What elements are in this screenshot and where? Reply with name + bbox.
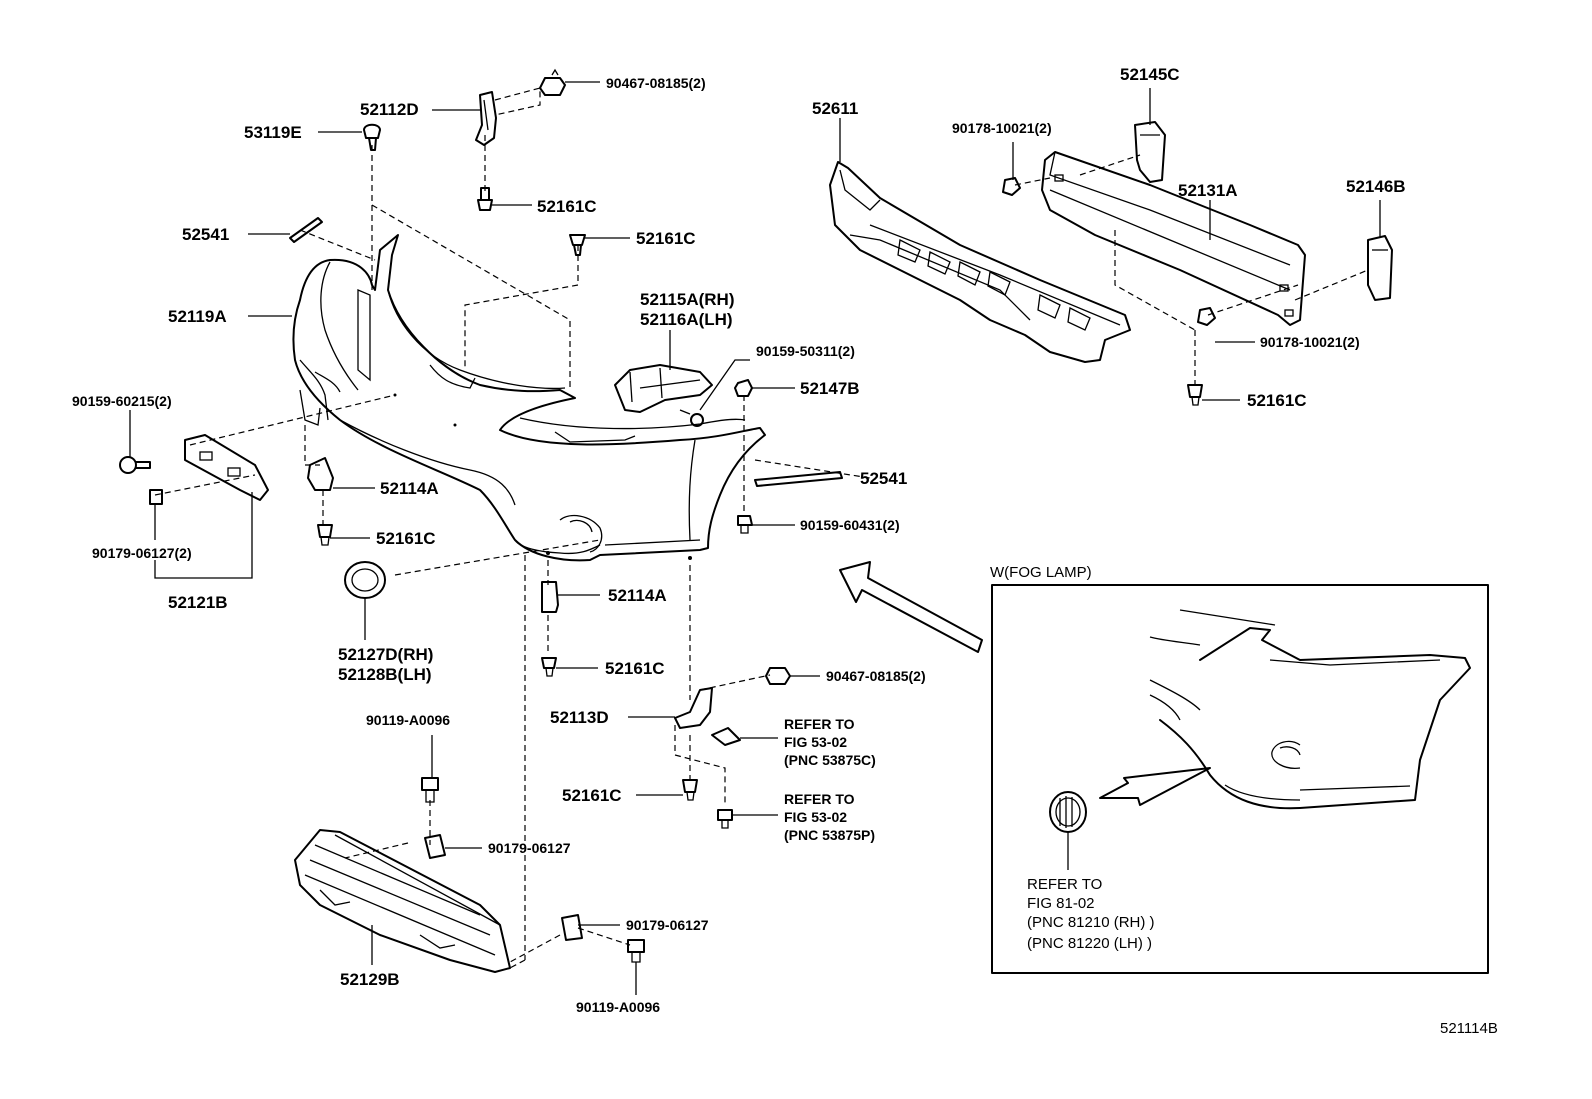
label-52129B: 52129B (340, 970, 400, 989)
fog-cover-52127D (344, 561, 386, 599)
strip-52541-a (289, 217, 323, 243)
label-52127D: 52127D(RH) (338, 645, 433, 664)
label-90178-b: 90178-10021(2) (1260, 334, 1360, 350)
labels: 52112D 90467-08185(2) 53119E 52161C 5216… (72, 65, 1498, 1037)
label-90179-06127-b: 90179-06127 (626, 917, 709, 933)
ref-1-line-2: FIG 53-02 (784, 734, 847, 750)
label-52115A: 52115A(RH) (640, 290, 735, 309)
screw-52161C-b (569, 234, 586, 256)
label-52145C: 52145C (1120, 65, 1180, 84)
ref-3-line-3: (PNC 81210 (RH) ) (1027, 914, 1155, 931)
part-ref-53875C (711, 727, 741, 746)
bracket-52146B (1367, 235, 1393, 301)
screw-52161C-a (477, 187, 493, 211)
label-90159-60431: 90159-60431(2) (800, 517, 900, 533)
screw-ref-53875P (717, 809, 733, 829)
ref-3-line-4: (PNC 81220 (LH) ) (1027, 935, 1152, 952)
label-52146B: 52146B (1346, 177, 1406, 196)
drawing-code: 521114B (1440, 1020, 1498, 1037)
label-90119-top: 90119-A0096 (366, 712, 450, 728)
label-52114A-b: 52114A (608, 586, 667, 605)
bracket-52113D (674, 687, 713, 729)
label-52116A: 52116A(LH) (640, 310, 733, 329)
label-52611: 52611 (812, 99, 858, 118)
label-52131A: 52131A (1178, 181, 1238, 200)
bracket-52145C (1134, 121, 1166, 183)
ref-2-line-3: (PNC 53875P) (784, 827, 875, 843)
clip-90467-mid (765, 667, 791, 685)
label-90179-06127-2: 90179-06127(2) (92, 545, 192, 561)
bolt-90119-bottom (627, 939, 645, 963)
label-90159-60215: 90159-60215(2) (72, 393, 172, 409)
label-52161C-b: 52161C (636, 229, 696, 248)
label-90159-50311: 90159-50311(2) (756, 343, 855, 359)
fog-lamp-inset (991, 584, 1489, 974)
bolt-90159-60431 (737, 515, 753, 534)
bumper-dashed-leaders (154, 87, 871, 969)
bolt-90159-50311 (679, 409, 704, 427)
label-90467-mid: 90467-08185(2) (826, 668, 926, 684)
label-52161C-d: 52161C (605, 659, 665, 678)
ref-1-line-1: REFER TO (784, 716, 855, 732)
reinforcement-52131A (1041, 151, 1306, 326)
inset-title: W(FOG LAMP) (990, 564, 1092, 581)
ref-3-line-2: FIG 81-02 (1027, 895, 1095, 912)
label-52114A-a: 52114A (380, 479, 439, 498)
label-52541-a: 52541 (182, 225, 229, 244)
label-52161C-a: 52161C (537, 197, 597, 216)
bolt-90119-top (421, 777, 439, 803)
label-52119A: 52119A (168, 307, 227, 326)
bolt-90159-60215 (119, 456, 151, 474)
screw-52161C-d (541, 657, 557, 677)
label-52128B: 52128B(LH) (338, 665, 432, 684)
label-90179-06127-a: 90179-06127 (488, 840, 571, 856)
bracket-52121B (184, 434, 269, 501)
nut-90178-b (1197, 307, 1216, 326)
label-leaders (129, 81, 1381, 995)
nut-52147B (734, 379, 753, 397)
label-90467-top: 90467-08185(2) (606, 75, 706, 91)
ref-2-line-1: REFER TO (784, 791, 855, 807)
nut-90179-06127-a (424, 834, 446, 859)
direction-arrow (839, 561, 983, 653)
screw-52161C-e (682, 779, 698, 801)
nut-90179-06127-small (149, 489, 163, 505)
label-53119E: 53119E (244, 123, 302, 142)
screw-52161C-c (317, 524, 333, 546)
ref-2-line-2: FIG 53-02 (784, 809, 847, 825)
nut-90178-a (1002, 177, 1021, 196)
rivet-53119E (363, 123, 381, 151)
absorber-52611 (829, 161, 1131, 363)
strip-52541-b (754, 471, 843, 487)
bracket-52114A-a (307, 457, 334, 491)
label-90178-a: 90178-10021(2) (952, 120, 1052, 136)
clip-90467-top (539, 68, 566, 96)
label-52121B: 52121B (168, 593, 228, 612)
grille-52129B (294, 829, 511, 973)
bracket-52115A (614, 364, 713, 413)
bracket-52112D (475, 91, 497, 146)
bracket-52114A-b (541, 581, 559, 613)
label-90119-bottom: 90119-A0096 (576, 999, 660, 1015)
label-52112D: 52112D (360, 100, 419, 119)
label-52541-b: 52541 (860, 469, 907, 488)
ref-3-line-1: REFER TO (1027, 876, 1102, 893)
ref-1-line-3: (PNC 53875C) (784, 752, 876, 768)
label-52161C-f: 52161C (1247, 391, 1307, 410)
screw-52161C-f (1187, 384, 1203, 406)
label-52147B: 52147B (800, 379, 860, 398)
label-52161C-e: 52161C (562, 786, 622, 805)
bumper-cover-52119A (292, 234, 766, 562)
reinforcement-dashed-leaders (1014, 154, 1369, 385)
label-52113D: 52113D (550, 708, 609, 727)
nut-90179-06127-b (561, 914, 583, 941)
label-52161C-c: 52161C (376, 529, 436, 548)
